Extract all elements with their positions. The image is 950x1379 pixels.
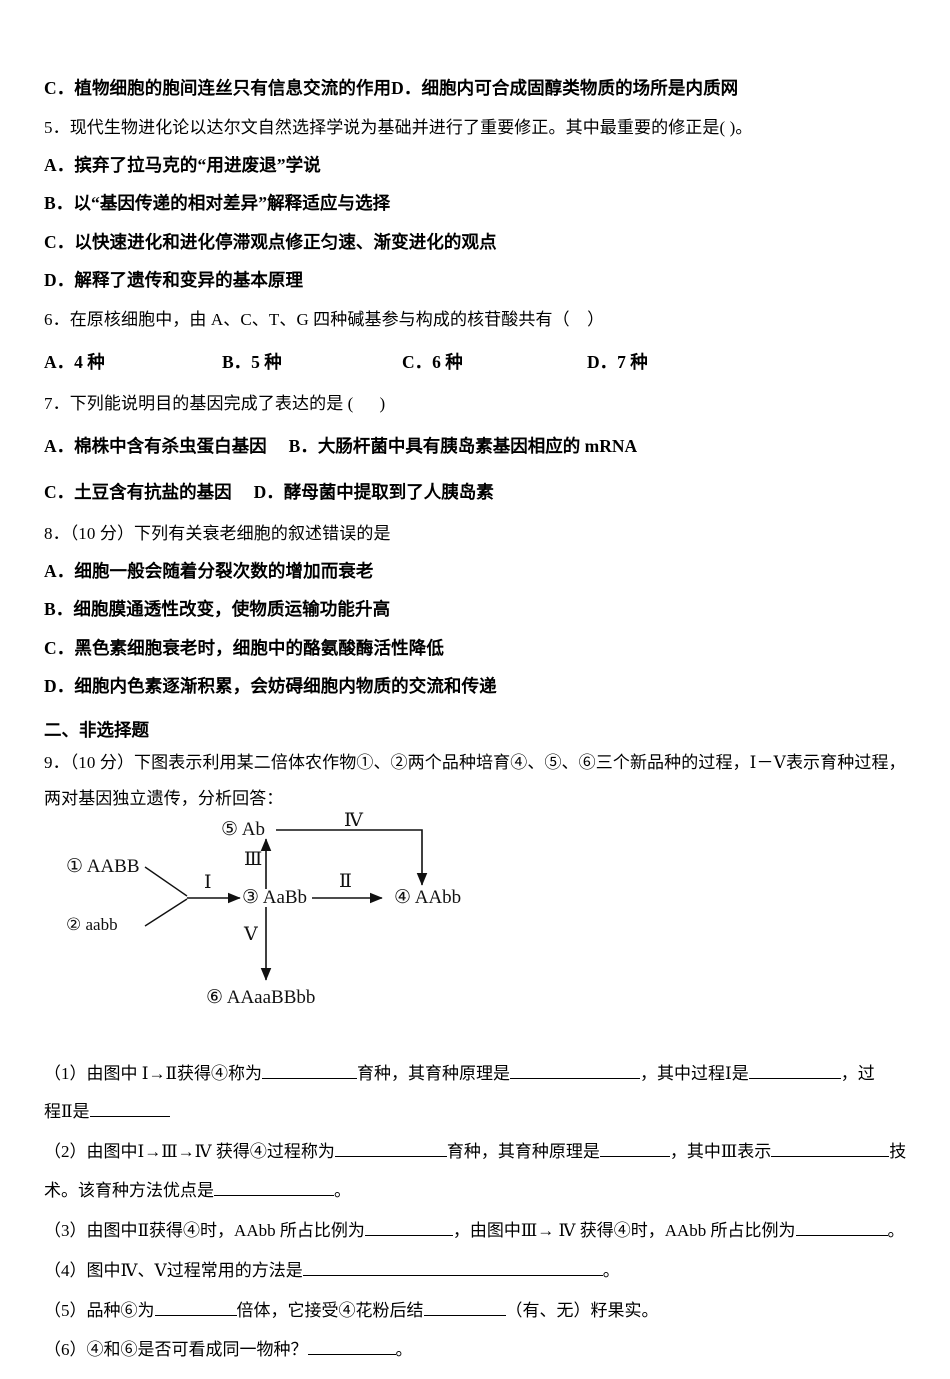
- fill-text-run: 。: [602, 1260, 620, 1280]
- answer-blank[interactable]: [364, 1220, 453, 1236]
- diagram-node-3: ③ AaBb: [242, 886, 308, 908]
- diagram-process-label-3: Ⅲ: [244, 848, 263, 870]
- fill-text-run: 程Ⅱ是: [44, 1102, 90, 1122]
- fill-text-run: ，其中过程Ⅰ是: [640, 1063, 749, 1083]
- question-6-option-d: D．7 种: [587, 351, 648, 372]
- fill-text-run: 倍体，它接受④花粉后结: [236, 1300, 424, 1320]
- question-4-tail-line: C．植物细胞的胞间连丝只有信息交流的作用D．细胞内可合成固醇类物质的场所是内质网: [44, 78, 739, 98]
- fill-row: （5）品种⑥为 倍体，它接受④花粉后结 （有、无）籽果实。: [44, 1300, 910, 1320]
- fill-text-run: ，过: [840, 1063, 875, 1083]
- fill-row: （1）由图中 Ⅰ→Ⅱ获得④称为 育种，其育种原理是 ，其中过程Ⅰ是 ，过: [44, 1063, 910, 1083]
- question-5-option-c: C．以快速进化和进化停滞观点修正匀速、渐变进化的观点: [44, 231, 497, 252]
- fill-row-continued: 术。该育种方法优点是 。: [44, 1180, 910, 1200]
- question-6-options: A．4 种 B．5 种 C．6 种 D．7 种: [44, 349, 910, 374]
- diagram-process-label-1: Ⅰ: [204, 871, 212, 893]
- edge-node2-to-junction: [144, 897, 188, 927]
- fill-text-run: （有、无）籽果实。: [505, 1300, 659, 1320]
- question-7-option-a: A．棉株中含有杀虫蛋白基因: [44, 435, 267, 456]
- subquestion-4: （4）图中Ⅳ、Ⅴ过程常用的方法是 。: [44, 1260, 910, 1280]
- question-7-option-b: B．大肠杆菌中具有胰岛素基因相应的 mRNA: [288, 435, 638, 456]
- question-8-option-c: C．黑色素细胞衰老时，细胞中的酪氨酸酶活性降低: [44, 637, 444, 658]
- answer-blank[interactable]: [510, 1063, 641, 1079]
- fill-text-run: （4）图中Ⅳ、Ⅴ过程常用的方法是: [44, 1260, 303, 1280]
- fill-row: （4）图中Ⅳ、Ⅴ过程常用的方法是 。: [44, 1260, 910, 1280]
- diagram-node-2: ② aabb: [66, 914, 118, 934]
- question-6-option-c: C．6 种: [402, 351, 463, 372]
- question-8-stem: 8．（10 分）下列有关衰老细胞的叙述错误的是: [44, 523, 391, 543]
- diagram-node-5: ⑤ Ab: [221, 818, 265, 840]
- diagram-node-6: ⑥ AAaaBBbb: [206, 986, 316, 1008]
- question-5-stem: 5．现代生物进化论以达尔文自然选择学说为基础并进行了重要修正。其中最重要的修正是…: [44, 117, 753, 137]
- subquestion-3: （3）由图中Ⅱ获得④时，AAbb 所占比例为 ，由图中Ⅲ→ Ⅳ 获得④时，AAbb…: [44, 1220, 910, 1240]
- diagram-process-label-4: Ⅳ: [344, 809, 363, 831]
- fill-text-run: 育种，其育种原理是: [357, 1063, 511, 1083]
- answer-blank[interactable]: [599, 1141, 670, 1158]
- edge-process-4: [276, 828, 428, 886]
- subquestion-5: （5）品种⑥为 倍体，它接受④花粉后结 （有、无）籽果实。: [44, 1300, 910, 1320]
- fill-text-run: （6）④和⑥是否可看成同一物种？: [44, 1340, 308, 1360]
- answer-blank[interactable]: [302, 1260, 603, 1276]
- answer-blank[interactable]: [154, 1300, 237, 1316]
- question-6-stem: 6．在原核细胞中，由 A、C、T、G 四种碱基参与构成的核苷酸共有（ ）: [44, 309, 605, 329]
- fill-text-run: 术。该育种方法优点是: [44, 1181, 214, 1201]
- question-5-option-d: D．解释了遗传和变异的基本原理: [44, 270, 304, 290]
- question-7-options-row-2: C．土豆含有抗盐的基因 D．酵母菌中提取到了人胰岛素: [44, 479, 910, 504]
- answer-blank[interactable]: [334, 1141, 447, 1158]
- edge-node1-to-junction: [144, 865, 188, 897]
- subquestion-1: （1）由图中 Ⅰ→Ⅱ获得④称为 育种，其育种原理是 ，其中过程Ⅰ是 ，过程Ⅱ是: [44, 1063, 910, 1122]
- page-content: C．植物细胞的胞间连丝只有信息交流的作用D．细胞内可合成固醇类物质的场所是内质网…: [44, 78, 910, 1379]
- answer-blank[interactable]: [795, 1220, 888, 1236]
- answer-blank[interactable]: [214, 1180, 334, 1197]
- fill-row: （2）由图中Ⅰ→Ⅲ→Ⅳ 获得④过程称为 育种，其育种原理是 ，其中Ⅲ表示 技: [44, 1141, 910, 1161]
- answer-blank[interactable]: [262, 1063, 358, 1079]
- question-7-option-d: D．酵母菌中提取到了人胰岛素: [253, 481, 494, 502]
- subquestion-6: （6）④和⑥是否可看成同一物种？ 。: [44, 1339, 910, 1359]
- question-7-stem: 7．下列能说明目的基因完成了表达的是 ( ): [44, 393, 386, 413]
- question-7-options-row-1: A．棉株中含有杀虫蛋白基因 B．大肠杆菌中具有胰岛素基因相应的 mRNA: [44, 433, 910, 458]
- fill-text-run: （2）由图中Ⅰ→Ⅲ→Ⅳ 获得④过程称为: [44, 1142, 335, 1162]
- section-2-title: 二、非选择题: [44, 719, 149, 740]
- answer-blank[interactable]: [307, 1339, 396, 1356]
- fill-text-run: ，由图中Ⅲ→ Ⅳ 获得④时，AAbb 所占比例为: [452, 1220, 796, 1240]
- fill-row: （3）由图中Ⅱ获得④时，AAbb 所占比例为 ，由图中Ⅲ→ Ⅳ 获得④时，AAbb…: [44, 1220, 910, 1240]
- diagram-process-label-5: Ⅴ: [244, 923, 258, 945]
- breeding-process-diagram: ① AABB ② aabb ③ AaBb ④ AAbb ⑤ Ab ⑥ AAaaB…: [44, 810, 910, 1045]
- diagram-node-4: ④ AAbb: [394, 886, 462, 908]
- fill-text-run: 。: [887, 1220, 905, 1240]
- fill-text-run: （3）由图中Ⅱ获得④时，AAbb 所占比例为: [44, 1220, 365, 1240]
- question-8-option-a: A．细胞一般会随着分裂次数的增加而衰老: [44, 560, 374, 581]
- subquestion-2: （2）由图中Ⅰ→Ⅲ→Ⅳ 获得④过程称为 育种，其育种原理是 ，其中Ⅲ表示 技术。该育种…: [44, 1141, 910, 1200]
- fill-text-run: （5）品种⑥为: [44, 1300, 155, 1320]
- fill-text-run: （1）由图中 Ⅰ→Ⅱ获得④称为: [44, 1063, 263, 1083]
- fill-text-run: ，其中Ⅲ表示: [669, 1142, 772, 1162]
- answer-blank[interactable]: [748, 1063, 841, 1079]
- question-9-stem-line2: 两对基因独立遗传，分析回答：: [44, 788, 284, 808]
- question-9-stem-line1: 9．（10 分）下图表示利用某二倍体农作物①、②两个品种培育④、⑤、⑥三个新品种…: [44, 752, 906, 772]
- diagram-node-1: ① AABB: [66, 855, 140, 877]
- exam-page: C．植物细胞的胞间连丝只有信息交流的作用D．细胞内可合成固醇类物质的场所是内质网…: [44, 79, 906, 1358]
- question-6-option-b: B．5 种: [222, 351, 282, 372]
- question-7-option-c: C．土豆含有抗盐的基因: [44, 481, 232, 502]
- fill-row-continued: 程Ⅱ是: [44, 1101, 910, 1121]
- diagram-svg: [144, 828, 428, 981]
- answer-blank[interactable]: [423, 1300, 506, 1316]
- question-6-option-a: A．4 种: [44, 351, 105, 372]
- diagram-process-label-2: Ⅱ: [339, 870, 352, 892]
- fill-text-run: 技: [889, 1142, 907, 1162]
- question-8-option-b: B．细胞膜通透性改变，使物质运输功能升高: [44, 599, 391, 619]
- question-5-option-a: A．摈弃了拉马克的“用进废退”学说: [44, 154, 321, 175]
- fill-row: （6）④和⑥是否可看成同一物种？ 。: [44, 1339, 910, 1359]
- question-5-option-b: B．以“基因传递的相对差异”解释适应与选择: [44, 193, 391, 213]
- question-8-option-d: D．细胞内色素逐渐积累，会妨碍细胞内物质的交流和传递: [44, 676, 497, 696]
- fill-text-run: 育种，其育种原理是: [446, 1142, 600, 1162]
- answer-blank[interactable]: [771, 1141, 890, 1158]
- fill-text-run: 。: [334, 1181, 351, 1201]
- fill-text-run: 。: [395, 1340, 413, 1360]
- answer-blank[interactable]: [89, 1101, 170, 1118]
